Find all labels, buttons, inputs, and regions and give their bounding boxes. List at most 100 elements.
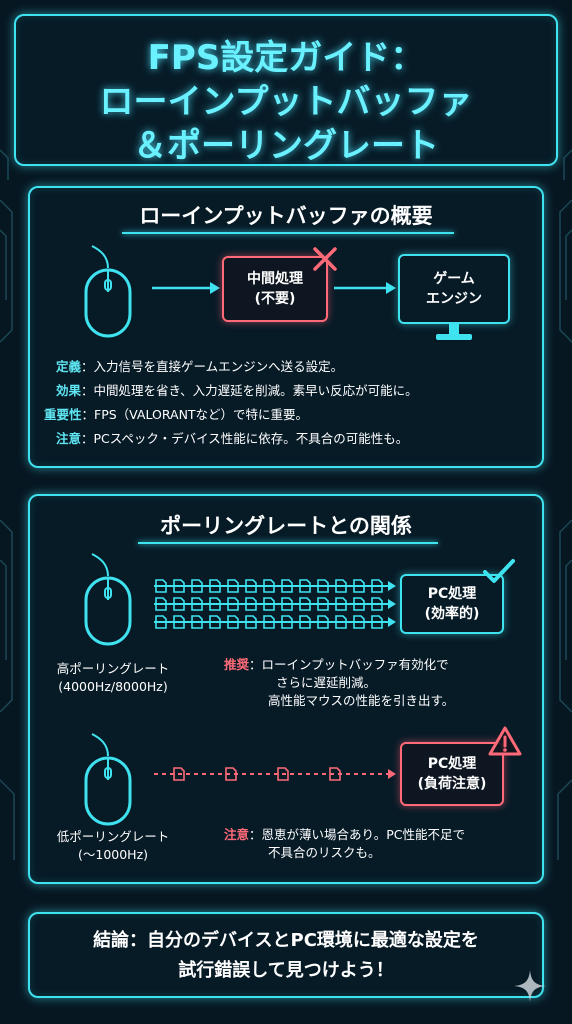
packet-icon	[299, 615, 311, 629]
low-polling-caption: 低ポーリングレート (〜1000Hz)	[38, 828, 188, 864]
packet-icon	[245, 579, 257, 593]
page-title-line-3: ＆ポーリングレート	[133, 126, 439, 166]
packet-icon	[173, 615, 185, 629]
caution-label: 注意	[56, 431, 82, 446]
low-caution-label: 注意	[224, 827, 250, 842]
checkmark-icon	[483, 559, 515, 583]
low-caution-line1: ：恩恵が薄い場合あり。PC性能不足で	[249, 827, 466, 842]
recommendation-line3: 高性能マウスの性能を引き出す。	[268, 693, 455, 708]
definition-row: 定義：入力信号を直接ゲームエンジンへ送る設定。	[56, 358, 343, 376]
conclusion-line2: 試行錯誤して見つけよう！	[178, 960, 394, 981]
high-caption-line1: 高ポーリングレート	[56, 661, 170, 676]
pc-processing-efficient-box: PC処理 (効率的)	[400, 574, 504, 634]
conclusion-panel: 結論：自分のデバイスとPC環境に最適な設定を 試行錯誤して見つけよう！	[28, 912, 544, 998]
sparkle-icon	[514, 970, 546, 1002]
high-rate-packet-stream	[154, 579, 396, 629]
low-box-line1: PC処理	[427, 756, 477, 772]
section2-heading: ポーリングレートとの関係	[160, 514, 412, 538]
low-caution-line2: 不具合のリスクも。	[268, 845, 381, 860]
importance-row: 重要性：FPS（VALORANTなど）で特に重要。	[44, 406, 308, 424]
packet-icon	[209, 597, 221, 611]
section2-underline	[138, 542, 438, 544]
packet-icon	[263, 579, 275, 593]
packet-icon	[335, 597, 347, 611]
caution-text: ：PCスペック・デバイス性能に依存。不具合の可能性も。	[81, 431, 409, 446]
page-title-line-2: ローインプットバッファ	[99, 82, 473, 122]
high-caption-line2: (4000Hz/8000Hz)	[58, 679, 168, 694]
packet-icon	[371, 615, 383, 629]
arrow-head	[388, 599, 396, 609]
high-box-line2: (効率的)	[424, 606, 480, 622]
title-panel: FPS設定ガイド： ローインプットバッファ ＆ポーリングレート	[14, 14, 558, 166]
packet-icon	[155, 597, 167, 611]
arrow-head	[388, 581, 396, 591]
effect-text: ：中間処理を省き、入力遅延を削減。素早い反応が可能に。	[81, 383, 418, 398]
packet-icon	[281, 579, 293, 593]
high-polling-caption: 高ポーリングレート (4000Hz/8000Hz)	[38, 660, 188, 696]
packet-icon	[317, 615, 329, 629]
packet-icon	[227, 615, 239, 629]
pc-processing-load-caution-box: PC処理 (負荷注意)	[400, 742, 504, 806]
packet-icon	[335, 615, 347, 629]
packet-icon	[371, 579, 383, 593]
recommendation-label: 推奨	[224, 657, 250, 672]
packet-icon	[353, 597, 365, 611]
packet-icon	[173, 579, 185, 593]
packet-icon	[263, 615, 275, 629]
packet-icon	[191, 579, 203, 593]
packet-icon	[353, 615, 365, 629]
recommendation-note: 推奨：ローインプットバッファ有効化で さらに遅延削減。 高性能マウスの性能を引き…	[224, 656, 454, 710]
cross-mark-icon	[313, 247, 337, 271]
arrow-head	[388, 617, 396, 627]
packet-icon	[173, 597, 185, 611]
effect-row: 効果：中間処理を省き、入力遅延を削減。素早い反応が可能に。	[56, 382, 418, 400]
packet-icon	[263, 597, 275, 611]
packet-icon	[155, 579, 167, 593]
intermediate-processing-box: 中間処理 (不要)	[222, 256, 328, 322]
recommendation-line1: ：ローインプットバッファ有効化で	[249, 657, 449, 672]
conclusion-line1: 結論：自分のデバイスとPC環境に最適な設定を	[93, 930, 479, 951]
low-caption-line2: (〜1000Hz)	[77, 847, 149, 862]
engine-box-line2: エンジン	[426, 291, 482, 307]
packet-icon	[209, 615, 221, 629]
high-box-line1: PC処理	[427, 586, 477, 602]
arrow-head	[388, 769, 396, 779]
recommendation-line2: さらに遅延削減。	[276, 675, 377, 690]
packet-icon	[277, 767, 289, 781]
packet-icon	[329, 767, 341, 781]
section1-heading: ローインプットバッファの概要	[139, 204, 433, 228]
low-caption-line1: 低ポーリングレート	[56, 829, 170, 844]
packet-icon	[335, 579, 347, 593]
packet-icon	[209, 579, 221, 593]
caution-note: 注意：恩恵が薄い場合あり。PC性能不足で 不具合のリスクも。	[224, 826, 465, 862]
game-engine-monitor: ゲーム エンジン	[398, 254, 510, 324]
section1-underline	[122, 232, 454, 234]
packet-icon	[225, 767, 237, 781]
packet-icon	[245, 615, 257, 629]
engine-box-line1: ゲーム	[433, 271, 475, 287]
packet-icon	[155, 615, 167, 629]
packet-icon	[227, 579, 239, 593]
packet-icon	[191, 597, 203, 611]
packet-icon	[371, 597, 383, 611]
warning-icon	[488, 726, 522, 756]
packet-icon	[299, 597, 311, 611]
caution-row: 注意：PCスペック・デバイス性能に依存。不具合の可能性も。	[56, 430, 408, 448]
packet-icon	[245, 597, 257, 611]
packet-icon	[281, 615, 293, 629]
mouse-icon	[84, 553, 132, 646]
definition-label: 定義	[56, 359, 82, 374]
packet-icon	[281, 597, 293, 611]
arrow-icon	[334, 282, 396, 294]
arrow-icon	[152, 282, 220, 294]
intermediate-box-line2: (不要)	[254, 291, 296, 307]
page-title-line-1: FPS設定ガイド：	[147, 38, 425, 78]
importance-text: ：FPS（VALORANTなど）で特に重要。	[81, 407, 309, 422]
packet-icon	[299, 579, 311, 593]
low-box-line2: (負荷注意)	[417, 776, 487, 792]
packet-icon	[353, 579, 365, 593]
effect-label: 効果	[56, 383, 82, 398]
low-rate-packet-stream	[154, 767, 396, 781]
monitor-icon	[436, 324, 472, 340]
